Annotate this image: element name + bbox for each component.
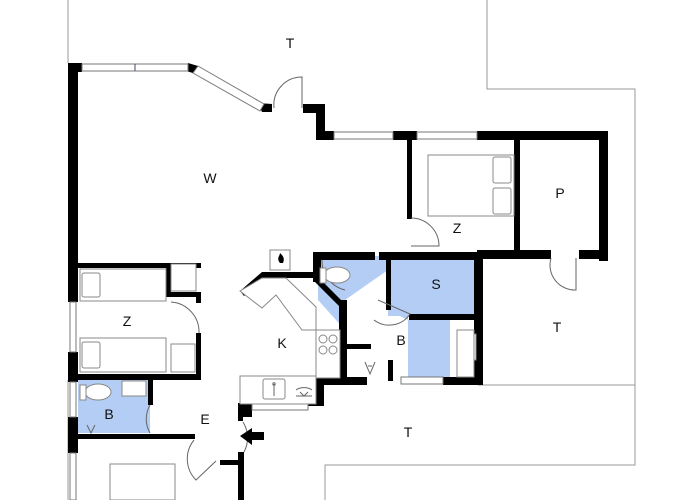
- beds: [79, 154, 515, 500]
- entrance-arrow-icon: [240, 428, 264, 445]
- sink-icon: [272, 382, 276, 396]
- doors: [145, 76, 577, 481]
- kitchen-fixtures: [239, 249, 477, 405]
- fireplace-icon: [278, 253, 284, 263]
- windows: [69, 63, 478, 500]
- shower-drain-icon: [86, 361, 376, 435]
- stove-icon: [295, 387, 313, 397]
- bath-fixtures: [79, 263, 351, 401]
